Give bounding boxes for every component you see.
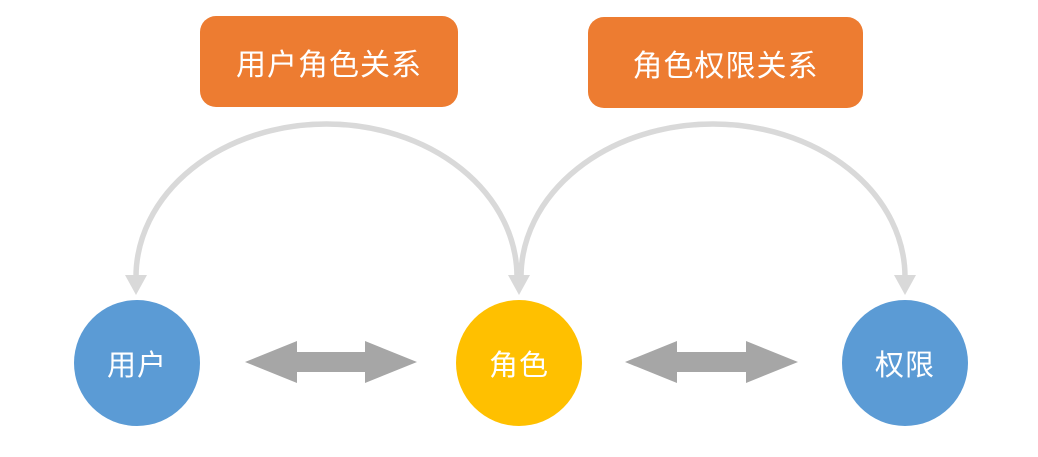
arrowhead-down-permission-icon: [894, 275, 916, 295]
node-permission: 权限: [842, 300, 968, 426]
relationship-label-role-permission-text: 角色权限关系: [632, 49, 819, 83]
curved-arrow-role-permission: [518, 121, 908, 278]
node-role-label: 角色: [488, 350, 549, 382]
node-role: 角色: [456, 300, 582, 426]
double-arrow-user-role: [245, 341, 417, 383]
arrowhead-down-role-icon: [508, 275, 530, 295]
node-user-label: 用户: [106, 350, 167, 382]
relationship-label-role-permission: 角色权限关系: [588, 17, 863, 108]
node-permission-label: 权限: [874, 350, 935, 382]
relationship-label-user-role: 用户角色关系: [200, 16, 458, 107]
arrowhead-down-user-icon: [125, 275, 147, 295]
curved-arrow-user-role: [133, 121, 520, 278]
node-user: 用户: [74, 300, 200, 426]
double-arrow-role-permission: [625, 341, 798, 383]
relationship-label-user-role-text: 用户角色关系: [236, 48, 422, 82]
